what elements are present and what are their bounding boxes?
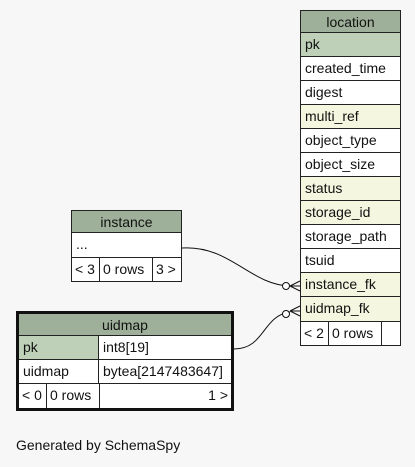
location-column-3: multi_ref	[301, 105, 400, 129]
uidmap-column-name: pk	[19, 336, 99, 359]
uidmap-children-count[interactable]: 1 >	[208, 387, 228, 403]
location-column-8: storage_path	[301, 225, 400, 249]
uidmap-edge-optional-marker	[282, 310, 290, 318]
instance-to-location-edge	[181, 247, 291, 287]
table-instance-footer: < 3 0 rows 3 >	[72, 257, 181, 281]
location-column-1: created_time	[301, 57, 400, 81]
table-location-footer: < 2 0 rows	[301, 321, 400, 345]
instance-parents-count[interactable]: < 3	[72, 258, 100, 281]
uidmap-edge-crowsfoot	[289, 305, 301, 317]
location-column-9: tsuid	[301, 249, 400, 273]
table-uidmap-title[interactable]: uidmap	[19, 314, 231, 336]
uidmap-parents-count[interactable]: < 0	[19, 384, 47, 408]
location-column-5: object_size	[301, 153, 400, 177]
instance-row-count: 0 rows	[100, 258, 153, 281]
location-column-4: object_type	[301, 129, 400, 153]
uidmap-to-location-edge	[233, 311, 291, 350]
table-uidmap[interactable]: uidmap pk int8[19] uidmap bytea[21474836…	[16, 311, 234, 411]
location-column-7: storage_id	[301, 201, 400, 225]
uidmap-row-pk: pk int8[19]	[19, 336, 231, 360]
table-instance[interactable]: instance ... < 3 0 rows 3 >	[71, 210, 182, 282]
location-row-count: 0 rows	[329, 322, 382, 345]
location-column-10: instance_fk	[301, 273, 400, 297]
uidmap-row-count: 0 rows	[47, 384, 100, 408]
table-instance-columns: ...	[72, 233, 181, 257]
instance-column-0: ...	[76, 236, 88, 252]
location-children-count	[382, 322, 400, 345]
instance-edge-crowsfoot	[289, 280, 301, 292]
table-instance-title[interactable]: instance	[72, 211, 181, 233]
instance-children-count[interactable]: 3 >	[156, 261, 176, 277]
location-column-0: pk	[301, 33, 400, 57]
table-uidmap-footer: < 0 0 rows 1 >	[19, 384, 231, 408]
location-parents-count[interactable]: < 2	[301, 322, 329, 345]
uidmap-column-type: bytea[2147483647]	[103, 363, 223, 379]
location-column-6: status	[301, 177, 400, 201]
uidmap-column-name: uidmap	[19, 360, 99, 383]
location-column-11: uidmap_fk	[301, 297, 400, 321]
instance-edge-optional-marker	[282, 282, 290, 290]
generated-by-label: Generated by SchemaSpy	[16, 437, 181, 453]
location-column-2: digest	[301, 81, 400, 105]
table-location-title[interactable]: location	[301, 11, 400, 33]
uidmap-column-type: int8[19]	[103, 339, 149, 355]
uidmap-row-uidmap: uidmap bytea[2147483647]	[19, 360, 231, 384]
